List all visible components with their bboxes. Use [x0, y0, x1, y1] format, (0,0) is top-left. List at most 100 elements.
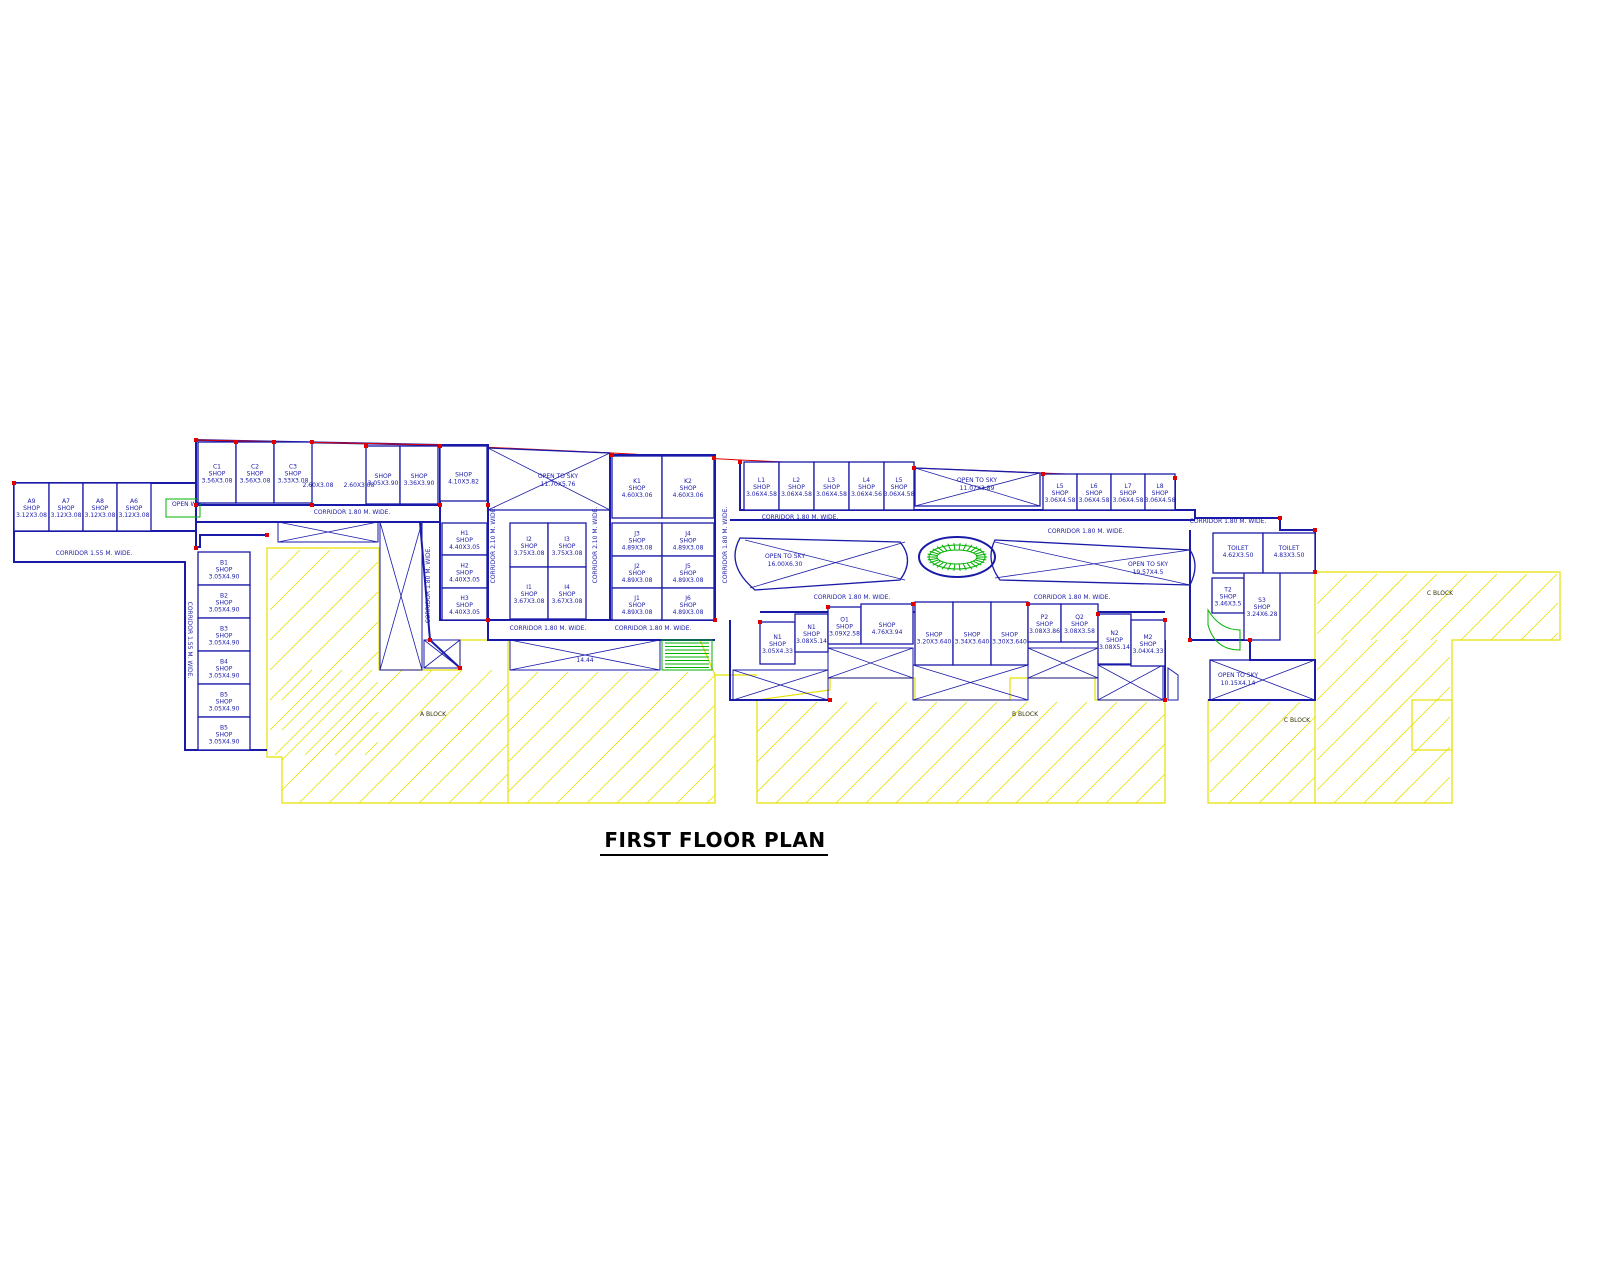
- shop-label: 3.46X3.5: [1214, 601, 1241, 608]
- corridor-label-2: CORRIDOR 1.80 M. WIDE.: [314, 509, 391, 516]
- open-to-sky-areas: OPEN TO SKY 11.70X5.76 OPEN TO SKY 11.07…: [277, 447, 1316, 701]
- shop-label: 3.24X6.28: [1247, 611, 1278, 618]
- shop-outline: [365, 445, 401, 505]
- shop-label: 3.08X3.58: [1064, 628, 1095, 635]
- shop-label: 3.05X4.90: [209, 706, 240, 713]
- shop-label: 3.12X3.08: [85, 512, 116, 519]
- shop-label: I2: [526, 536, 532, 543]
- shop-outline: [197, 683, 251, 718]
- shop-label: SHOP: [680, 602, 697, 609]
- shop-label: 3.56X3.08: [240, 478, 271, 485]
- shop-outline: [759, 621, 796, 665]
- open-to-sky-3: OPEN TO SKY 16.00X6.30: [734, 537, 909, 591]
- shop-label: SHOP: [456, 537, 473, 544]
- shop-label: SHOP: [891, 484, 908, 491]
- open-to-sky-4-size: 19.57X4.5: [1133, 569, 1164, 576]
- shop-label: L4: [863, 477, 870, 484]
- shop-label: SHOP: [1001, 632, 1018, 639]
- shop-label: 3.33X3.08: [278, 478, 309, 485]
- shop-label: 3.09X2.58: [829, 631, 860, 638]
- open-well-label: OPEN WELL: [172, 501, 208, 508]
- shop-outline: [13, 482, 50, 532]
- shop-label: 3.04X4.33: [1133, 648, 1164, 655]
- shop-outline: [197, 441, 237, 504]
- shop-label: 3.06X4.58: [1145, 497, 1176, 504]
- shop-outline: [197, 551, 251, 586]
- shop-label: 3.06X4.56: [851, 491, 882, 498]
- open-to-sky-2-size: 11.07X3.89: [960, 485, 995, 492]
- shop-label: SHOP: [521, 591, 538, 598]
- size-label-2-60: 2.60X3.08: [303, 482, 334, 489]
- shop-label: L3: [828, 477, 835, 484]
- shop-outline: [611, 555, 663, 589]
- shop-label: N2: [1110, 630, 1118, 637]
- shop-label: SHOP: [1036, 621, 1053, 628]
- shop-label: B3: [220, 626, 228, 633]
- shop-label: H1: [460, 530, 469, 537]
- shop-label: SHOP: [216, 732, 233, 739]
- shop-label: 3.34X3.640: [955, 639, 990, 646]
- shop-label: A8: [96, 498, 104, 505]
- shop-label: B2: [220, 593, 228, 600]
- corridor-label-5: CORRIDOR 2.10 M. WIDE.: [490, 507, 497, 584]
- shop-label: K1: [633, 478, 641, 485]
- corridor-label-13: CORRIDOR 1.80 M. WIDE.: [615, 625, 692, 632]
- shop-label: SHOP: [92, 505, 109, 512]
- shop-outline: [1211, 577, 1245, 614]
- shop-label: 4.89X3.08: [622, 609, 653, 616]
- open-to-sky-3-label: OPEN TO SKY: [765, 553, 805, 560]
- shop-label: SHOP: [216, 666, 233, 673]
- shop-outline: [547, 522, 587, 568]
- shop-outline: [1060, 603, 1099, 643]
- corridor-label-6: CORRIDOR 1.80 M. WIDE.: [425, 547, 432, 624]
- shop-outline: [914, 601, 954, 666]
- shop-label: SHOP: [879, 622, 896, 629]
- shop-outline: [1144, 473, 1176, 511]
- open-to-sky-5-size: 10.15X4.14: [1221, 680, 1256, 687]
- shop-label: 3.12X3.08: [51, 512, 82, 519]
- open-to-sky-1-size: 11.70X5.76: [541, 481, 576, 488]
- shop-label: L7: [1124, 483, 1131, 490]
- title-underline: [600, 854, 828, 856]
- shop-label: 3.08X5.14: [796, 638, 827, 645]
- shop-label: H2: [460, 563, 469, 570]
- shop-label: 4.40X3.05: [449, 609, 480, 616]
- shop-label: SHOP: [456, 570, 473, 577]
- shop-label: SHOP: [411, 473, 428, 480]
- shop-label: I1: [526, 584, 532, 591]
- open-to-sky-1: OPEN TO SKY 11.70X5.76: [487, 447, 611, 511]
- shop-label: 4.60X3.06: [673, 492, 704, 499]
- shop-label: J6: [684, 595, 691, 602]
- shop-label: J2: [633, 563, 640, 570]
- shop-outline: [439, 445, 488, 502]
- size-label-2-60-b: 2.60X3.08: [344, 482, 375, 489]
- shop-outline: [860, 603, 914, 645]
- shop-outline: [273, 441, 313, 504]
- shop-label: SHOP: [285, 471, 302, 478]
- shop-label: SHOP: [858, 484, 875, 491]
- shop-label: 3.05X4.90: [209, 739, 240, 746]
- shop-label: 4.89X3.08: [622, 545, 653, 552]
- shop-outline: [778, 461, 815, 511]
- shop-label: L1: [758, 477, 765, 484]
- shop-label: SHOP: [216, 633, 233, 640]
- shop-label: SHOP: [1106, 637, 1123, 644]
- shop-label: M2: [1144, 634, 1153, 641]
